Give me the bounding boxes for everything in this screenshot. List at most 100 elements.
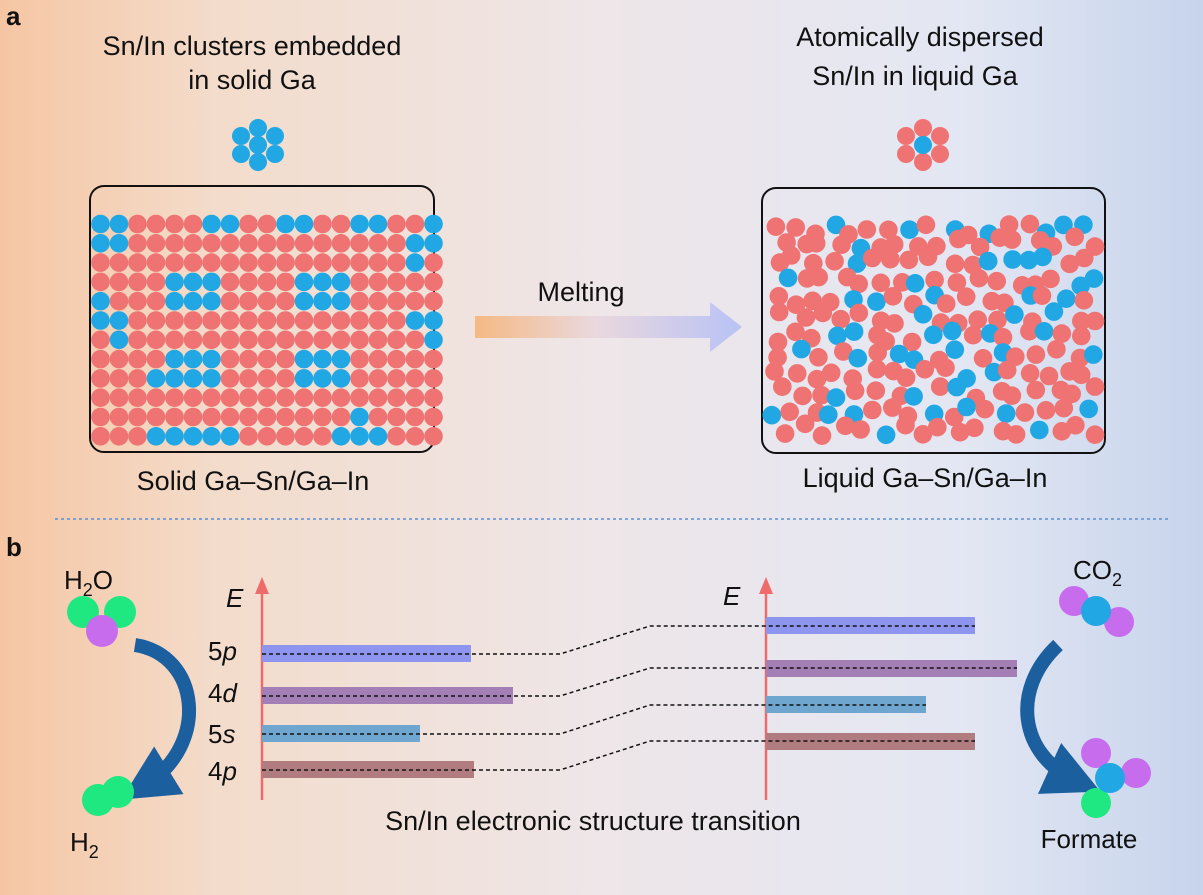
sn-in-atom <box>249 119 267 137</box>
ga-atom <box>781 246 801 265</box>
sn-in-atom <box>1054 215 1073 235</box>
sn-in-atom <box>276 214 295 234</box>
ga-atom <box>896 415 915 435</box>
ga-atom <box>863 248 882 268</box>
sn-in-atom <box>424 330 443 350</box>
ga-atom <box>276 311 295 330</box>
ga-atom <box>183 407 203 427</box>
sn-in-atom <box>1084 345 1103 364</box>
ga-atom <box>239 214 258 234</box>
ga-atom <box>1026 380 1046 400</box>
orbital-bar-4d-solid <box>262 687 513 704</box>
ga-atom <box>1002 386 1022 406</box>
ga-atom <box>956 287 976 307</box>
ga-atom <box>276 253 295 272</box>
ga-atom <box>276 291 295 311</box>
ga-atom <box>806 234 826 253</box>
sn-in-atom <box>368 427 388 446</box>
ga-atom <box>868 343 887 362</box>
ga-atom <box>773 377 792 397</box>
ga-atom <box>1060 254 1079 274</box>
ga-atom <box>128 369 147 388</box>
ga-atom <box>257 427 277 446</box>
ga-atom <box>109 427 129 446</box>
ga-atom <box>1085 377 1105 396</box>
ga-atom <box>146 330 166 350</box>
ga-atom <box>165 311 184 330</box>
sn-in-atom <box>183 369 203 388</box>
ga-atom <box>775 424 795 443</box>
ga-atom <box>987 271 1006 291</box>
sn-in-atom <box>368 214 388 234</box>
ga-atom <box>368 407 388 427</box>
ga-atom <box>202 388 221 408</box>
sn-in-atom <box>826 388 846 407</box>
ga-atom <box>897 145 915 163</box>
ga-atom <box>109 253 129 272</box>
ga-atom <box>220 349 240 369</box>
ga-atom <box>183 311 203 330</box>
sn-in-atom <box>913 305 933 324</box>
sn-in-atom <box>146 427 166 446</box>
ga-atom <box>220 234 240 253</box>
sn-in-atom <box>165 272 184 292</box>
sn-in-atom <box>313 349 332 369</box>
sn-in-atom <box>294 214 314 234</box>
energy-label-right: E <box>723 581 741 611</box>
sn-in-atom <box>848 348 868 368</box>
ga-atom <box>936 358 955 378</box>
ga-atom <box>780 402 799 422</box>
sn-in-atom <box>183 291 203 311</box>
ga-atom <box>1065 227 1084 247</box>
ga-atom <box>424 253 443 272</box>
ga-atom <box>812 385 831 405</box>
ga-atom <box>368 272 388 292</box>
ga-atom <box>220 272 240 292</box>
ga-atom <box>128 349 147 369</box>
sn-in-atom <box>313 291 332 311</box>
ga-atom <box>220 388 240 408</box>
sn-in-atom <box>947 377 966 397</box>
ga-atom <box>294 311 314 330</box>
ga-atom <box>276 388 295 408</box>
ga-atom <box>91 388 110 408</box>
ga-atom <box>220 330 240 350</box>
sn-in-atom <box>889 344 909 364</box>
ga-atom <box>1074 291 1094 310</box>
formate-label: Formate <box>1041 824 1138 854</box>
ga-atom <box>832 235 851 254</box>
sn-in-atom <box>905 274 925 293</box>
sn-in-atom <box>165 349 184 369</box>
panel-a-letter: a <box>6 1 21 31</box>
co2-reduction-arrow <box>1020 639 1101 794</box>
ga-atom <box>1052 324 1072 343</box>
ga-atom <box>165 253 184 272</box>
ga-atom <box>405 291 425 311</box>
ga-atom <box>313 407 332 427</box>
ga-atom <box>257 214 277 234</box>
ga-atom <box>220 369 240 388</box>
ga-atom <box>405 272 425 292</box>
sn-in-atom <box>331 272 351 292</box>
sn-in-atom <box>183 272 203 292</box>
sn-in-atom <box>996 404 1016 423</box>
ga-atom <box>1072 311 1091 331</box>
ga-atom <box>257 253 277 272</box>
liquid-atoms <box>762 214 1105 445</box>
ga-atom <box>387 369 406 388</box>
sn-in-atom <box>266 127 284 145</box>
ga-atom <box>350 272 369 292</box>
sn-in-atom <box>1056 289 1076 309</box>
ga-atom <box>128 427 147 446</box>
ga-atom <box>793 386 812 406</box>
sn-in-atom <box>165 427 184 446</box>
energy-axis-left-arrowhead <box>255 577 269 594</box>
ga-atom <box>916 215 936 235</box>
h2-molecule <box>82 776 134 816</box>
sn-in-atom <box>350 427 369 446</box>
ga-atom <box>128 272 147 292</box>
co2-label: CO2 <box>1073 555 1122 590</box>
energy-label-left: E <box>226 583 244 613</box>
ga-atom <box>91 349 110 369</box>
ga-atom <box>276 272 295 292</box>
